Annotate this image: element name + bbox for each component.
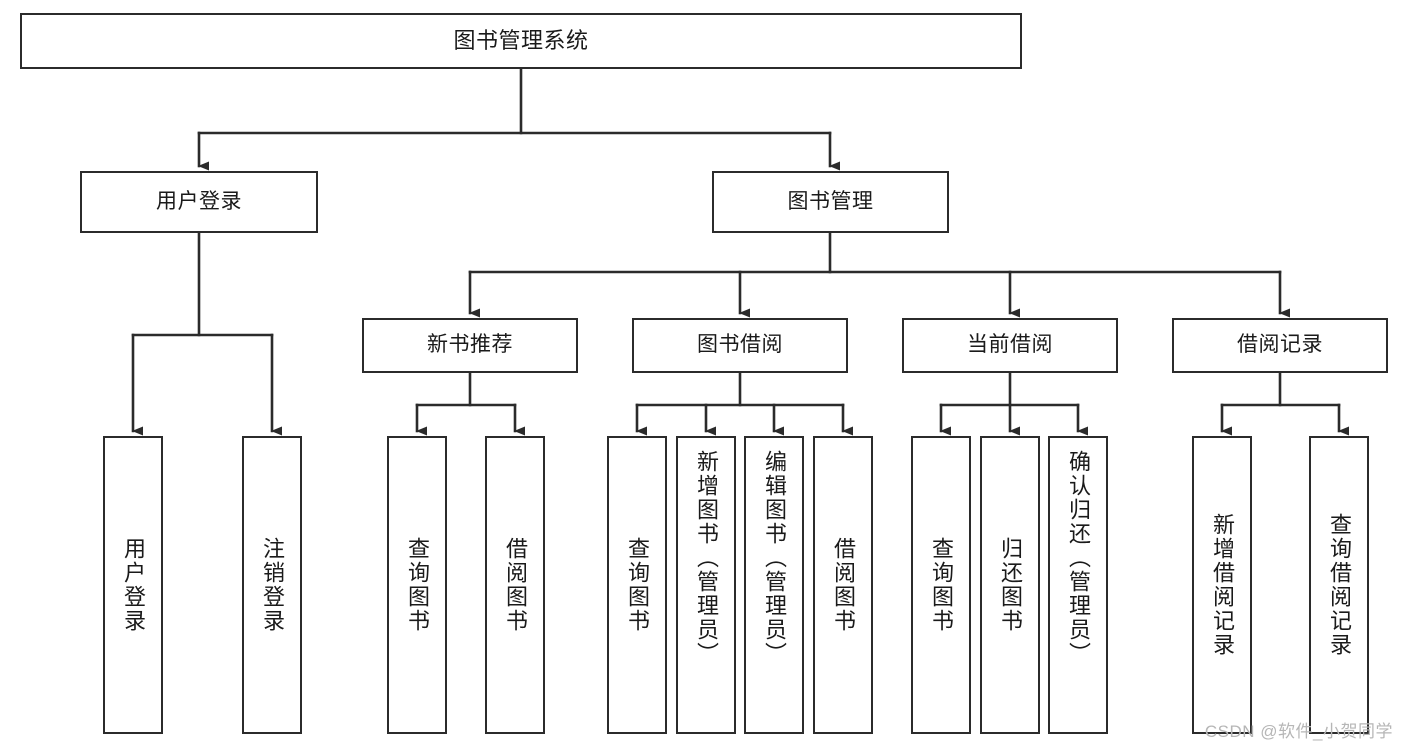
node-leaf-query-book-1[interactable]: 查询图书 xyxy=(387,436,447,734)
node-leaf-logout[interactable]: 注销登录 xyxy=(242,436,302,734)
node-leaf-return-book[interactable]: 归还图书 xyxy=(980,436,1040,734)
node-root-label: 图书管理系统 xyxy=(453,28,589,54)
node-leaf-query-book-2[interactable]: 查询图书 xyxy=(607,436,667,734)
node-new-book-rec-label: 新书推荐 xyxy=(427,333,513,357)
node-leaf-edit-book-label: 编辑图书（管理员） xyxy=(762,450,787,666)
node-leaf-borrow-book-1[interactable]: 借阅图书 xyxy=(485,436,545,734)
node-leaf-confirm-return[interactable]: 确认归还（管理员） xyxy=(1048,436,1108,734)
node-book-borrow-label: 图书借阅 xyxy=(697,333,783,357)
node-borrow-record-label: 借阅记录 xyxy=(1237,333,1323,357)
node-leaf-add-record-label: 新增借阅记录 xyxy=(1210,513,1235,657)
node-leaf-return-book-label: 归还图书 xyxy=(998,537,1023,633)
node-current-borrow[interactable]: 当前借阅 xyxy=(902,318,1118,373)
node-leaf-query-record-label: 查询借阅记录 xyxy=(1327,513,1352,657)
node-leaf-borrow-book-1-label: 借阅图书 xyxy=(503,537,528,633)
node-leaf-borrow-book-2-label: 借阅图书 xyxy=(831,537,856,633)
node-user-login[interactable]: 用户登录 xyxy=(80,171,318,233)
node-leaf-edit-book[interactable]: 编辑图书（管理员） xyxy=(744,436,804,734)
node-borrow-record[interactable]: 借阅记录 xyxy=(1172,318,1388,373)
node-leaf-user-login[interactable]: 用户登录 xyxy=(103,436,163,734)
node-leaf-query-book-3[interactable]: 查询图书 xyxy=(911,436,971,734)
node-leaf-confirm-return-label: 确认归还（管理员） xyxy=(1066,450,1091,666)
node-current-borrow-label: 当前借阅 xyxy=(967,333,1053,357)
node-new-book-rec[interactable]: 新书推荐 xyxy=(362,318,578,373)
node-leaf-query-book-2-label: 查询图书 xyxy=(625,537,650,633)
node-book-manage[interactable]: 图书管理 xyxy=(712,171,949,233)
node-leaf-add-record[interactable]: 新增借阅记录 xyxy=(1192,436,1252,734)
node-book-borrow[interactable]: 图书借阅 xyxy=(632,318,848,373)
node-book-manage-label: 图书管理 xyxy=(787,189,874,213)
watermark-text: CSDN @软件_小贺同学 xyxy=(1204,722,1393,741)
node-leaf-query-book-1-label: 查询图书 xyxy=(405,537,430,633)
node-leaf-add-book-label: 新增图书（管理员） xyxy=(694,450,719,666)
node-root[interactable]: 图书管理系统 xyxy=(20,13,1022,69)
node-leaf-add-book[interactable]: 新增图书（管理员） xyxy=(676,436,736,734)
node-leaf-user-login-label: 用户登录 xyxy=(121,537,146,633)
node-leaf-query-record[interactable]: 查询借阅记录 xyxy=(1309,436,1369,734)
node-leaf-logout-label: 注销登录 xyxy=(260,537,285,633)
node-leaf-query-book-3-label: 查询图书 xyxy=(929,537,954,633)
node-leaf-borrow-book-2[interactable]: 借阅图书 xyxy=(813,436,873,734)
node-user-login-label: 用户登录 xyxy=(156,189,242,213)
